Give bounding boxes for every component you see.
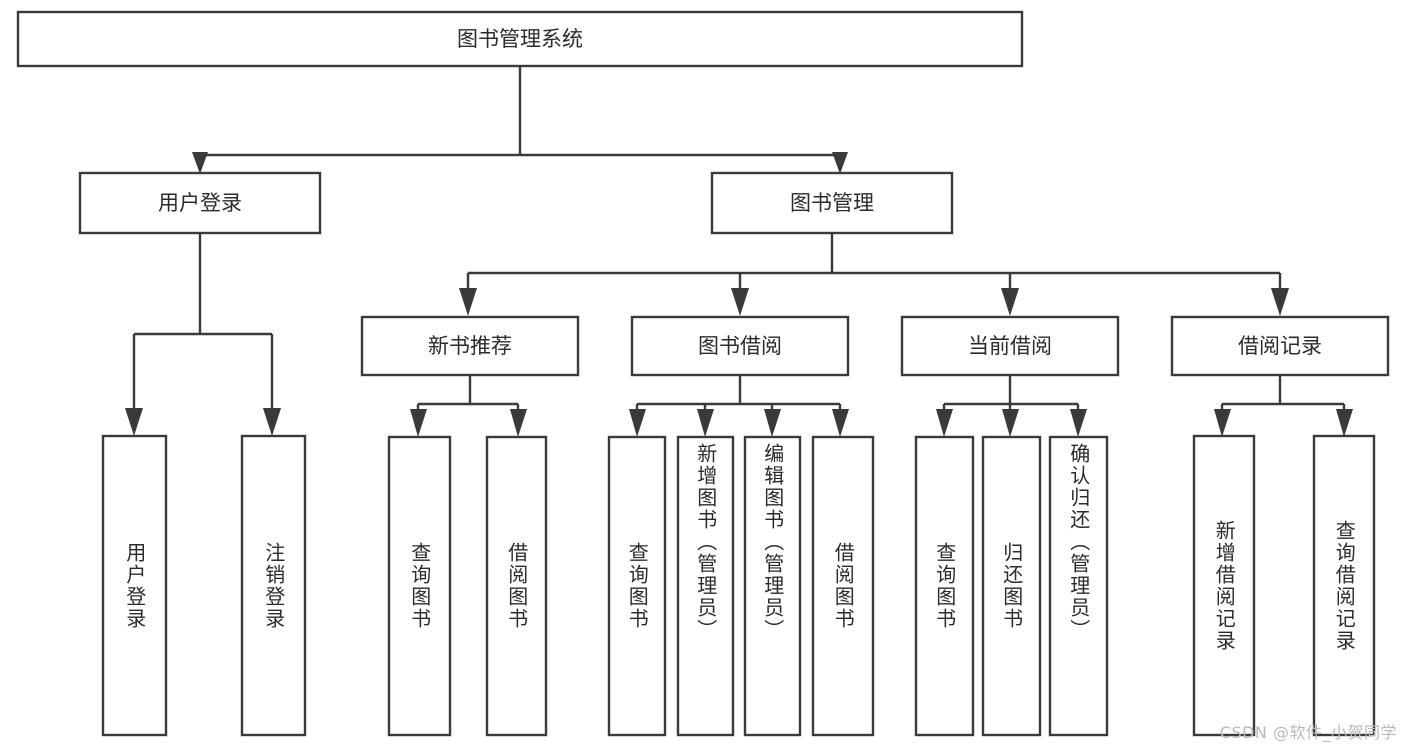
arrow-user-login-to-leaf-2	[263, 408, 281, 436]
arrow-book-manage-to-book-borrow	[731, 288, 749, 316]
node-leaf-10[interactable]	[981, 435, 1042, 737]
node-book-manage[interactable]: 图书管理	[710, 171, 954, 235]
node-leaf-13[interactable]	[1312, 434, 1376, 737]
arrow-book-manage-to-new-book-rec	[459, 288, 477, 316]
edge-user-login-trunk	[132, 233, 274, 410]
arrow-book-borrow-to-leaf-8	[832, 409, 849, 437]
arrow-book-manage-to-current-borrow	[1001, 288, 1019, 316]
arrow-book-borrow-to-leaf-6	[697, 409, 714, 437]
node-book-borrow[interactable]: 图书借阅	[630, 315, 850, 377]
node-leaf-4[interactable]	[485, 435, 548, 737]
edge-root-trunk	[198, 66, 842, 166]
arrow-book-manage-to-borrow-record	[1271, 288, 1289, 316]
node-user-login[interactable]: 用户登录	[78, 171, 322, 235]
arrow-borrow-record-to-leaf-12	[1214, 409, 1231, 437]
node-user-login-label: 用户登录	[158, 191, 242, 215]
node-book-borrow-label: 图书借阅	[698, 334, 782, 358]
node-current-borrow[interactable]: 当前借阅	[900, 315, 1120, 377]
arrow-book-borrow-to-leaf-5	[629, 409, 646, 437]
edge-new-book-rec-trunk	[416, 375, 520, 412]
node-current-borrow-label: 当前借阅	[968, 334, 1052, 358]
node-borrow-record[interactable]: 借阅记录	[1170, 315, 1390, 377]
node-leaf-6[interactable]	[676, 435, 735, 737]
node-root-label: 图书管理系统	[457, 27, 583, 51]
arrow-new-book-rec-to-leaf-4	[510, 409, 527, 437]
node-leaf-12[interactable]	[1192, 434, 1256, 737]
edge-layer	[125, 66, 1353, 437]
node-leaf-9[interactable]	[914, 435, 975, 737]
node-new-book-rec-label: 新书推荐	[428, 334, 512, 358]
edge-borrow-record-trunk	[1220, 375, 1346, 412]
node-book-manage-label: 图书管理	[790, 191, 874, 215]
arrow-borrow-record-to-leaf-13	[1336, 409, 1353, 437]
node-borrow-record-label: 借阅记录	[1238, 334, 1322, 358]
arrow-current-borrow-to-leaf-9	[936, 409, 953, 437]
arrow-book-borrow-to-leaf-7	[764, 409, 781, 437]
node-leaf-2[interactable]	[240, 434, 307, 737]
arrow-new-book-rec-to-leaf-3	[410, 409, 427, 437]
arrow-root-to-book-manage	[832, 152, 848, 174]
arrow-user-login-to-leaf-1	[125, 408, 143, 436]
csdn-watermark: CSDN @软件_小贺同学	[1219, 723, 1397, 742]
node-layer: 图书管理系统 用户登录 图书管理 新书推荐 图书借阅 当前借阅 借阅记录	[16, 10, 1390, 737]
node-leaf-5[interactable]	[607, 435, 667, 737]
node-leaf-3[interactable]	[387, 435, 452, 737]
edge-book-borrow-trunk	[635, 375, 842, 412]
arrow-root-to-user-login	[192, 152, 208, 174]
node-leaf-8[interactable]	[811, 435, 875, 737]
node-root[interactable]: 图书管理系统	[16, 10, 1024, 68]
node-leaf-1[interactable]	[101, 434, 168, 737]
node-leaf-11[interactable]	[1048, 435, 1109, 737]
node-leaf-7[interactable]	[743, 435, 802, 737]
node-new-book-rec[interactable]: 新书推荐	[360, 315, 580, 377]
edge-book-manage-trunk	[466, 233, 1282, 288]
edge-current-borrow-trunk	[942, 375, 1080, 412]
arrow-current-borrow-to-leaf-10	[1002, 409, 1019, 437]
arrow-current-borrow-to-leaf-11	[1070, 409, 1087, 437]
